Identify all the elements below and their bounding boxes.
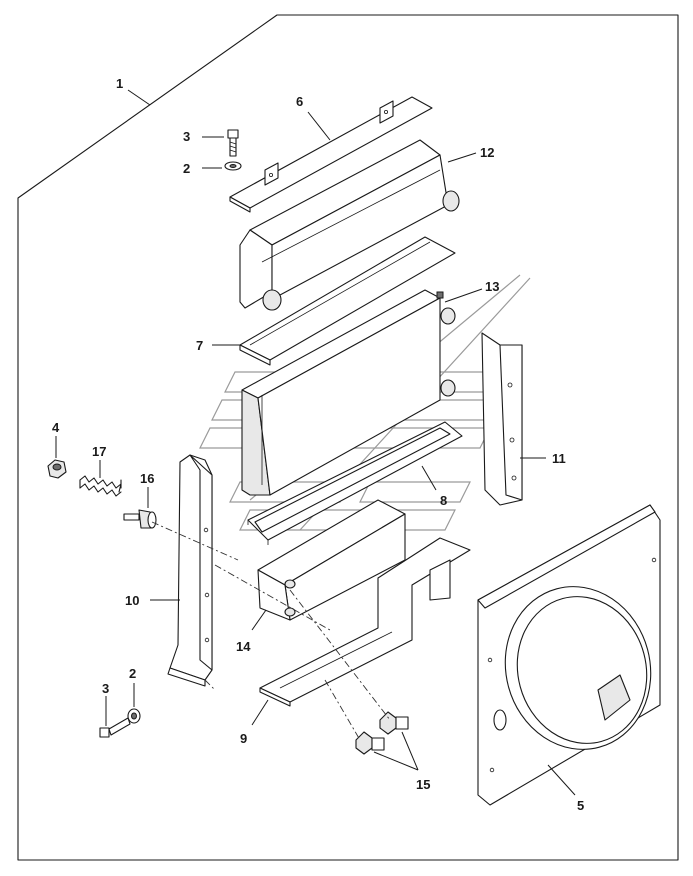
callout-7: 7 (196, 338, 203, 353)
part-12-charge-air-cooler (239, 139, 460, 311)
part-8-bottom-frame-tray (247, 421, 463, 545)
part-13-radiator-core (241, 289, 456, 496)
part-2-upper-washer (224, 161, 242, 171)
part-14-expansion-tank (257, 499, 406, 621)
callout-labels: 1 6 3 2 12 13 7 11 4 17 16 8 10 14 3 2 9… (52, 76, 584, 813)
part-16-mounting-pin (123, 509, 157, 529)
part-3-upper-bolt (227, 129, 239, 157)
callout-5: 5 (577, 798, 584, 813)
callout-1: 1 (116, 76, 123, 91)
callout-12: 12 (480, 145, 494, 160)
part-11-right-side-bracket (481, 332, 523, 506)
callout-6: 6 (296, 94, 303, 109)
callout-10: 10 (125, 593, 139, 608)
callout-9: 9 (240, 731, 247, 746)
part-4-nut (47, 459, 67, 479)
assembly-boundary (17, 14, 679, 861)
part-2-lower-washer (127, 708, 141, 724)
callout-4: 4 (52, 420, 60, 435)
part-10-left-side-bracket (167, 454, 213, 687)
callout-3-lower: 3 (102, 681, 109, 696)
callout-14: 14 (236, 639, 251, 654)
callout-17: 17 (92, 444, 106, 459)
part-7-frame-strip (239, 236, 456, 366)
callout-2-lower: 2 (129, 666, 136, 681)
callout-15: 15 (416, 777, 430, 792)
callout-16: 16 (140, 471, 154, 486)
callout-8: 8 (440, 493, 447, 508)
part-15-fittings (355, 711, 409, 755)
callout-11: 11 (552, 451, 566, 466)
part-17-spring (79, 475, 122, 497)
callout-13: 13 (485, 279, 499, 294)
part-9-lower-support-frame (259, 537, 471, 707)
callout-3-upper: 3 (183, 129, 190, 144)
part-5-fan-shroud (477, 504, 661, 806)
callout-2-upper: 2 (183, 161, 190, 176)
leader-lines (55, 89, 576, 796)
part-6-top-bracket (229, 96, 433, 213)
alignment-lines (151, 521, 391, 741)
part-3-lower-bolt (99, 717, 131, 738)
